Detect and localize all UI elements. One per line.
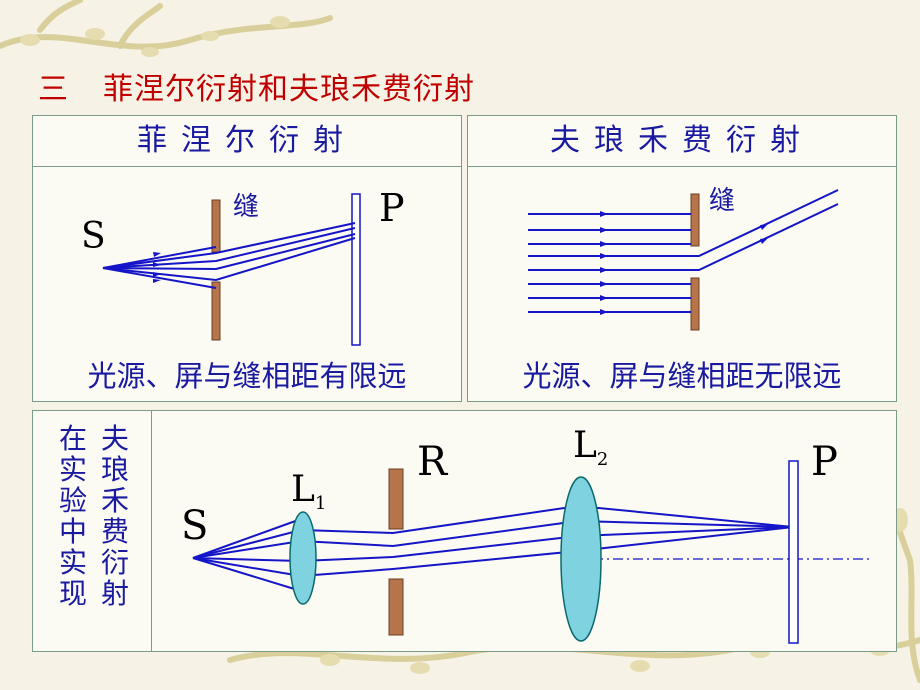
side-char: 禾 — [100, 484, 129, 517]
side-char: 射 — [100, 577, 129, 610]
lens1-label: L1 — [291, 469, 326, 514]
lens1-letter: L — [291, 469, 315, 510]
fresnel-slit-lower — [211, 281, 221, 341]
fraunhofer-rays — [528, 189, 839, 313]
fresnel-header: 菲涅尔衍射 — [33, 116, 461, 167]
side-char: 衍 — [100, 546, 129, 579]
side-char: 中 — [58, 515, 87, 548]
fraunhofer-panel: 夫琅禾费衍射 缝 光源、屏与缝相距无限远 — [467, 115, 897, 402]
fraunhofer-diagram — [528, 189, 839, 331]
lens-2 — [560, 476, 602, 642]
fraunhofer-slit-lower — [690, 277, 700, 331]
experiment-source-label: S — [181, 503, 209, 549]
fresnel-screen — [351, 193, 361, 346]
lens2-subscript: 2 — [596, 449, 609, 471]
experiment-side-box — [33, 411, 152, 651]
fresnel-screen-label: P — [379, 186, 405, 230]
lens2-label: L2 — [573, 425, 608, 470]
fraunhofer-header: 夫琅禾费衍射 — [468, 116, 896, 167]
experiment-slit-upper — [388, 468, 404, 530]
side-char: 验 — [58, 484, 87, 517]
fraunhofer-slit-upper — [690, 193, 700, 247]
experiment-screen-label: P — [811, 439, 838, 485]
experiment-panel: 在 实 验 中 实 现 夫 琅 禾 费 衍 射 S — [32, 410, 897, 652]
experiment-diagram — [192, 460, 873, 644]
side-text-right: 夫 琅 禾 费 衍 射 — [99, 423, 131, 609]
fresnel-panel: 菲涅尔衍射 S P 缝 光源、屏与缝相距有限远 — [32, 115, 462, 402]
fresnel-caption: 光源、屏与缝相距有限远 — [87, 359, 407, 393]
lens2-letter: L — [573, 425, 597, 466]
experiment-screen — [788, 460, 799, 644]
side-char: 在 — [58, 422, 87, 455]
fresnel-slit-label: 缝 — [233, 192, 260, 222]
side-char: 费 — [100, 515, 129, 548]
lens-1 — [289, 511, 317, 605]
fraunhofer-slit-label: 缝 — [709, 186, 736, 216]
fresnel-diagram — [102, 193, 361, 346]
side-char: 实 — [58, 546, 87, 579]
section-title-text: 菲涅尔衍射和夫琅禾费衍射 — [103, 72, 475, 107]
side-text-left: 在 实 验 中 实 现 — [57, 423, 89, 609]
experiment-slit-lower — [388, 578, 404, 636]
slit-r-label: R — [417, 439, 448, 485]
side-char: 夫 — [100, 422, 129, 455]
fresnel-rays — [102, 222, 356, 289]
fresnel-slit-upper — [211, 199, 221, 253]
lens1-subscript: 1 — [314, 493, 327, 515]
fresnel-source-label: S — [81, 216, 106, 257]
section-number: 三 — [38, 72, 69, 107]
fraunhofer-caption: 光源、屏与缝相距无限远 — [522, 359, 842, 393]
experiment-rays — [192, 504, 794, 592]
side-char: 琅 — [100, 453, 129, 486]
section-title: 三菲涅尔衍射和夫琅禾费衍射 — [38, 64, 475, 108]
side-char: 现 — [58, 577, 87, 610]
side-char: 实 — [58, 453, 87, 486]
